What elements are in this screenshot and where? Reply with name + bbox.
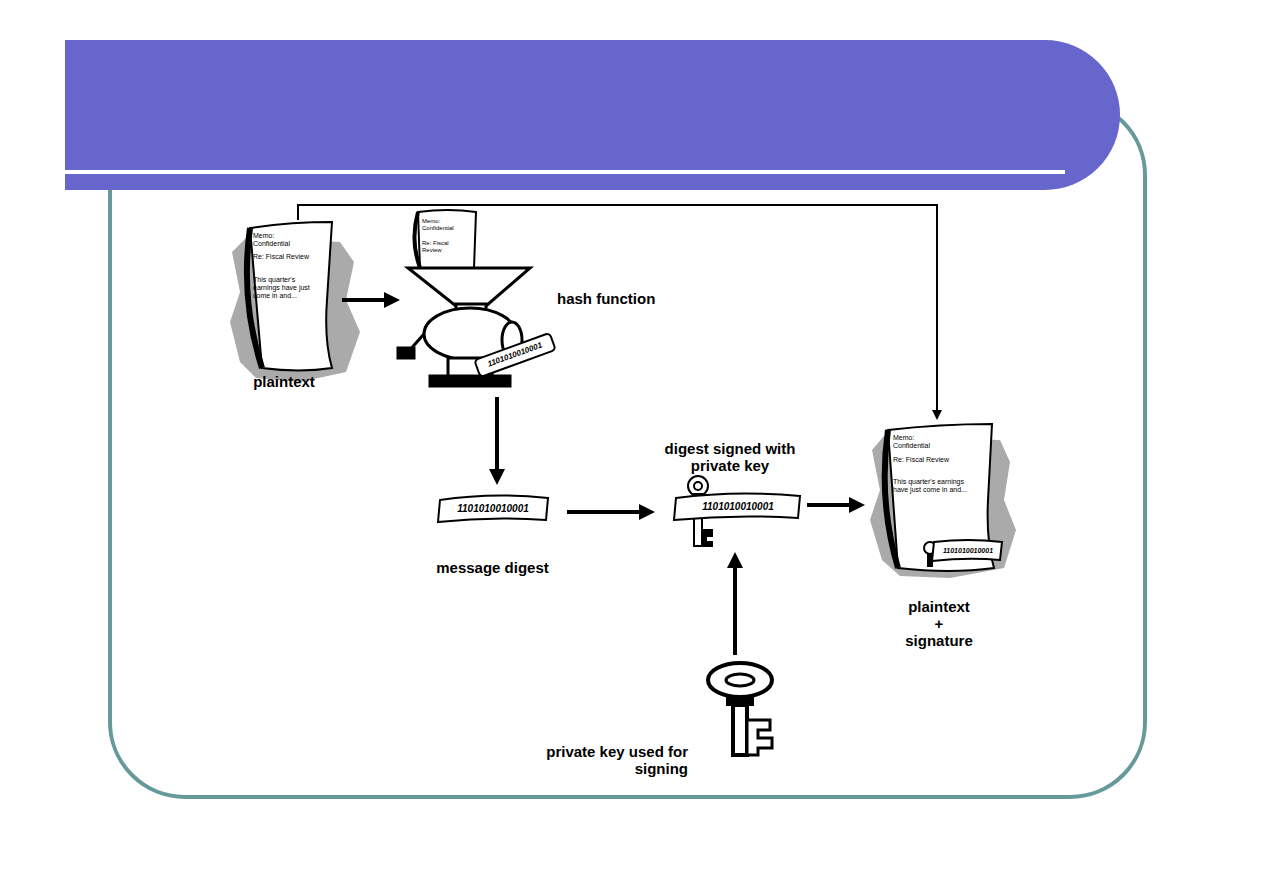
diagram-node: digest signed with private key bbox=[655, 440, 807, 552]
header-band bbox=[65, 40, 1120, 190]
diagram-node: message digest bbox=[420, 485, 567, 580]
node-label: plaintext + signature bbox=[903, 598, 975, 649]
memo-text: Memo: Confidential bbox=[422, 218, 466, 232]
memo-text: Memo: Confidential bbox=[893, 434, 945, 450]
flow-arrow bbox=[807, 503, 849, 507]
flow-arrow bbox=[733, 568, 737, 655]
memo-text: This quarter's earnings have just come i… bbox=[253, 276, 315, 300]
slide-frame bbox=[110, 100, 1145, 797]
memo-text: This quarter's earnings have just come i… bbox=[893, 478, 973, 494]
node-label: digest signed with private key bbox=[655, 440, 805, 474]
node-label: hash function bbox=[557, 290, 661, 307]
diagram-node: private key used for signing bbox=[530, 655, 792, 783]
flow-arrow bbox=[342, 298, 384, 302]
key-icon bbox=[708, 663, 772, 755]
memo-text: Re: Fiscal Review bbox=[422, 240, 466, 254]
digest-strip bbox=[674, 493, 800, 520]
document-icon bbox=[230, 222, 360, 382]
diagram-node: hash function bbox=[400, 212, 663, 397]
header-rule bbox=[65, 170, 1065, 174]
node-label: private key used for signing bbox=[530, 743, 688, 777]
diagram-node: plaintext + signature bbox=[865, 420, 1013, 651]
flow-arrow bbox=[298, 205, 937, 410]
binary-digest: 1101010010001 bbox=[934, 542, 1002, 560]
digest-strip bbox=[438, 495, 548, 522]
digest-strip bbox=[474, 333, 555, 377]
binary-digest: 1101010010001 bbox=[676, 496, 800, 518]
memo-text: Memo: Confidential bbox=[253, 232, 305, 248]
node-label: plaintext bbox=[228, 373, 340, 390]
flow-arrow bbox=[567, 510, 639, 514]
document-icon bbox=[870, 424, 1016, 578]
memo-text: Re: Fiscal Review bbox=[253, 253, 309, 261]
memo-text: Re: Fiscal Review bbox=[893, 456, 953, 464]
node-label: message digest bbox=[420, 559, 565, 576]
binary-digest: 1101010010001 bbox=[440, 498, 546, 520]
flow-arrow bbox=[495, 397, 499, 469]
